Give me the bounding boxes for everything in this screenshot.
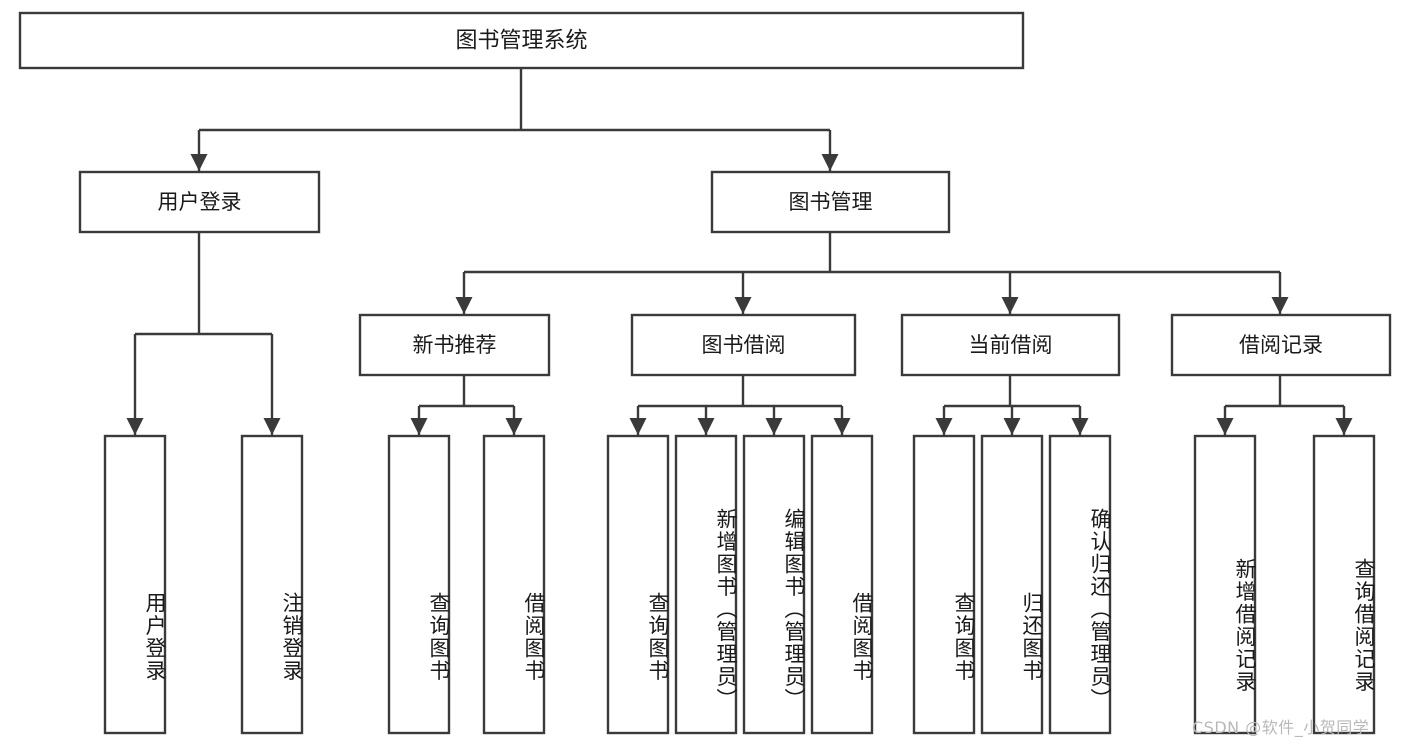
node-label-borrow-record: 借阅记录 (1239, 333, 1323, 357)
arrow-icon-leaf-logout (263, 418, 281, 435)
node-label-current-borrow: 当前借阅 (969, 333, 1053, 357)
node-label-root: 图书管理系统 (455, 29, 587, 54)
node-box-book-manage[interactable] (710, 170, 951, 234)
arrow-icon-book-borrow (734, 297, 752, 314)
node-box-leaf-return-book[interactable] (980, 434, 1044, 735)
node-box-leaf-edit-book[interactable] (742, 434, 806, 735)
node-box-leaf-add-book[interactable] (674, 434, 738, 735)
node-label-book-manage: 图书管理 (789, 190, 873, 214)
node-box-user-login[interactable] (78, 170, 321, 234)
node-box-leaf-borrow-book-1[interactable] (482, 434, 546, 735)
arrow-icon-leaf-add-record (1216, 418, 1234, 435)
arrow-icon-leaf-confirm-return (1071, 418, 1089, 435)
arrow-icon-leaf-query-record (1335, 418, 1353, 435)
arrow-icon-current-borrow (1001, 297, 1019, 314)
arrow-icon-leaf-query-book-2 (629, 418, 647, 435)
node-box-borrow-record[interactable] (1170, 313, 1392, 377)
arrow-icon-leaf-user-login (126, 418, 144, 435)
arrow-icon-book-manage (821, 154, 839, 171)
node-box-leaf-query-book-3[interactable] (912, 434, 976, 735)
node-box-current-borrow[interactable] (900, 313, 1121, 377)
watermark-text: CSDN @软件_小贺同学 (1192, 718, 1370, 737)
node-box-leaf-query-book-1[interactable] (387, 434, 451, 735)
node-box-leaf-confirm-return[interactable] (1048, 434, 1112, 735)
node-box-new-book-rec[interactable] (358, 313, 551, 377)
node-box-leaf-add-record[interactable] (1193, 434, 1257, 735)
arrow-icon-leaf-query-book-3 (935, 418, 953, 435)
node-box-leaf-borrow-book-2[interactable] (810, 434, 874, 735)
node-box-root[interactable] (18, 11, 1025, 70)
arrow-icon-leaf-query-book-1 (410, 418, 428, 435)
node-box-leaf-query-book-2[interactable] (606, 434, 670, 735)
node-label-book-borrow: 图书借阅 (702, 333, 786, 357)
arrow-icon-borrow-record (1271, 297, 1289, 314)
node-box-book-borrow[interactable] (630, 313, 857, 377)
arrow-icon-user-login (190, 154, 208, 171)
node-label-user-login: 用户登录 (158, 190, 242, 214)
arrow-icon-leaf-borrow-book-1 (505, 418, 523, 435)
arrow-icon-leaf-borrow-book-2 (833, 418, 851, 435)
arrow-icon-new-book-rec (455, 297, 473, 314)
node-box-leaf-user-login[interactable] (103, 434, 167, 735)
node-box-leaf-logout[interactable] (240, 434, 304, 735)
arrow-icon-leaf-return-book (1003, 418, 1021, 435)
connector-layer (126, 68, 1353, 435)
arrow-icon-leaf-edit-book (765, 418, 783, 435)
node-box-leaf-query-record[interactable] (1312, 434, 1376, 735)
node-label-new-book-rec: 新书推荐 (413, 333, 497, 357)
arrow-icon-leaf-add-book (697, 418, 715, 435)
